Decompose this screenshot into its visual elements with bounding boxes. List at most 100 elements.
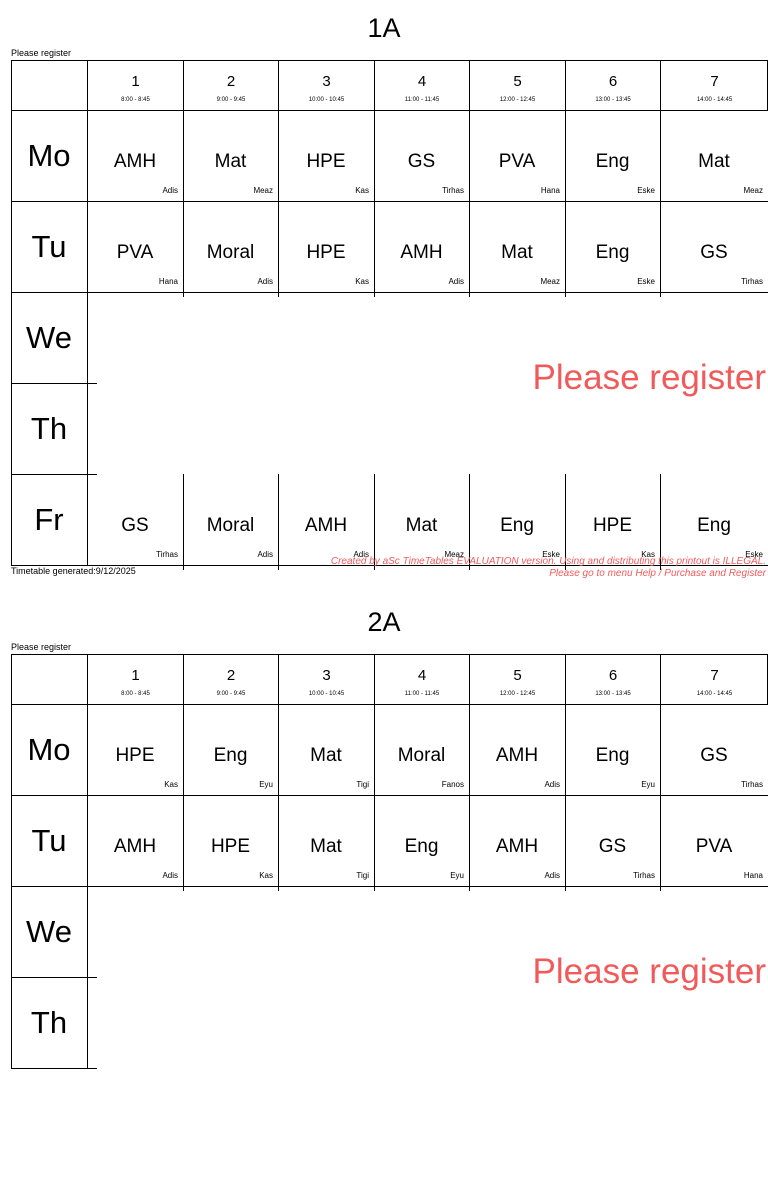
lesson-teacher: Adis bbox=[257, 550, 273, 559]
day-label-tu: Tu bbox=[31, 229, 67, 264]
lesson-subject: Mat bbox=[214, 151, 247, 172]
lesson-subject: HPE bbox=[115, 745, 155, 766]
lesson-teacher: Adis bbox=[448, 277, 464, 286]
lesson-divider bbox=[565, 110, 566, 206]
lesson-teacher: Meaz bbox=[444, 550, 464, 559]
lesson-subject: PVA bbox=[695, 836, 733, 857]
register-watermark: Please register bbox=[532, 358, 766, 397]
lesson-teacher: Tirhas bbox=[442, 186, 464, 195]
lesson-cell: AMH Adis bbox=[87, 110, 183, 201]
lesson-divider bbox=[374, 110, 375, 206]
lesson-subject: Eng bbox=[404, 836, 439, 857]
lesson-teacher: Adis bbox=[162, 186, 178, 195]
row-bottom-border bbox=[11, 383, 97, 384]
lesson-teacher: Tirhas bbox=[741, 277, 763, 286]
lesson-teacher: Tirhas bbox=[741, 780, 763, 789]
lesson-divider bbox=[374, 704, 375, 800]
lesson-subject: AMH bbox=[113, 151, 157, 172]
day-column-divider bbox=[87, 704, 88, 795]
lesson-teacher: Eske bbox=[637, 186, 655, 195]
lesson-subject: GS bbox=[700, 745, 728, 766]
period-number: 2 bbox=[226, 73, 236, 90]
lesson-subject: Mat bbox=[698, 151, 730, 172]
period-number: 5 bbox=[513, 667, 522, 684]
lesson-divider bbox=[374, 795, 375, 891]
period-number: 4 bbox=[417, 73, 427, 90]
lesson-subject: HPE bbox=[592, 515, 633, 536]
period-time: 14:00 - 14:45 bbox=[696, 691, 733, 697]
lesson-subject: AMH bbox=[400, 242, 443, 263]
lesson-divider bbox=[278, 474, 279, 570]
period-header-5: 5 12:00 - 12:45 bbox=[469, 60, 565, 110]
row-bottom-border bbox=[11, 474, 97, 475]
lesson-teacher: Hana bbox=[743, 871, 763, 880]
lesson-divider bbox=[660, 201, 661, 297]
lesson-teacher: Eske bbox=[637, 277, 655, 286]
lesson-divider bbox=[278, 795, 279, 891]
lesson-subject: Mat bbox=[310, 836, 342, 857]
lesson-subject: GS bbox=[700, 242, 728, 263]
lesson-teacher: Kas bbox=[355, 186, 369, 195]
lesson-divider bbox=[660, 110, 661, 206]
lesson-divider bbox=[565, 474, 566, 570]
lesson-teacher: Kas bbox=[259, 871, 273, 880]
period-time: 10:00 - 10:45 bbox=[308, 691, 345, 697]
lesson-subject: Moral bbox=[206, 242, 255, 263]
lesson-cell: PVA Hana bbox=[660, 795, 768, 886]
lesson-cell: AMH Adis bbox=[374, 201, 469, 292]
period-number: 2 bbox=[226, 667, 236, 684]
period-number: 4 bbox=[417, 667, 427, 684]
lesson-teacher: Adis bbox=[544, 871, 560, 880]
timetable-generated-note: Timetable generated:9/12/2025 bbox=[11, 566, 136, 576]
lesson-subject: Eng bbox=[697, 515, 731, 536]
register-note: Please register bbox=[11, 48, 72, 58]
lesson-teacher: Eske bbox=[542, 550, 560, 559]
lesson-divider bbox=[183, 110, 184, 206]
lesson-teacher: Adis bbox=[162, 871, 178, 880]
grid-left-border bbox=[11, 60, 12, 565]
lesson-subject: HPE bbox=[306, 242, 346, 263]
period-number: 5 bbox=[513, 73, 522, 90]
period-time: 12:00 - 12:45 bbox=[499, 97, 536, 103]
period-time: 8:00 - 8:45 bbox=[121, 691, 150, 697]
period-time: 10:00 - 10:45 bbox=[308, 97, 345, 103]
lesson-divider bbox=[660, 474, 661, 570]
class-title: 2A bbox=[367, 607, 401, 637]
period-time: 13:00 - 13:45 bbox=[595, 691, 631, 697]
register-watermark: Please register bbox=[532, 952, 766, 991]
day-label-tu: Tu bbox=[31, 823, 67, 858]
day-column-divider bbox=[87, 201, 88, 292]
row-bottom-border bbox=[11, 886, 768, 887]
lesson-subject: AMH bbox=[495, 745, 539, 766]
row-bottom-border bbox=[11, 201, 768, 202]
lesson-subject: AMH bbox=[304, 515, 348, 536]
period-number: 1 bbox=[131, 73, 140, 90]
day-column-divider bbox=[87, 795, 88, 886]
day-column-divider bbox=[87, 383, 88, 474]
lesson-teacher: Tigi bbox=[356, 780, 369, 789]
lesson-teacher: Eske bbox=[745, 550, 763, 559]
lesson-divider bbox=[565, 704, 566, 800]
